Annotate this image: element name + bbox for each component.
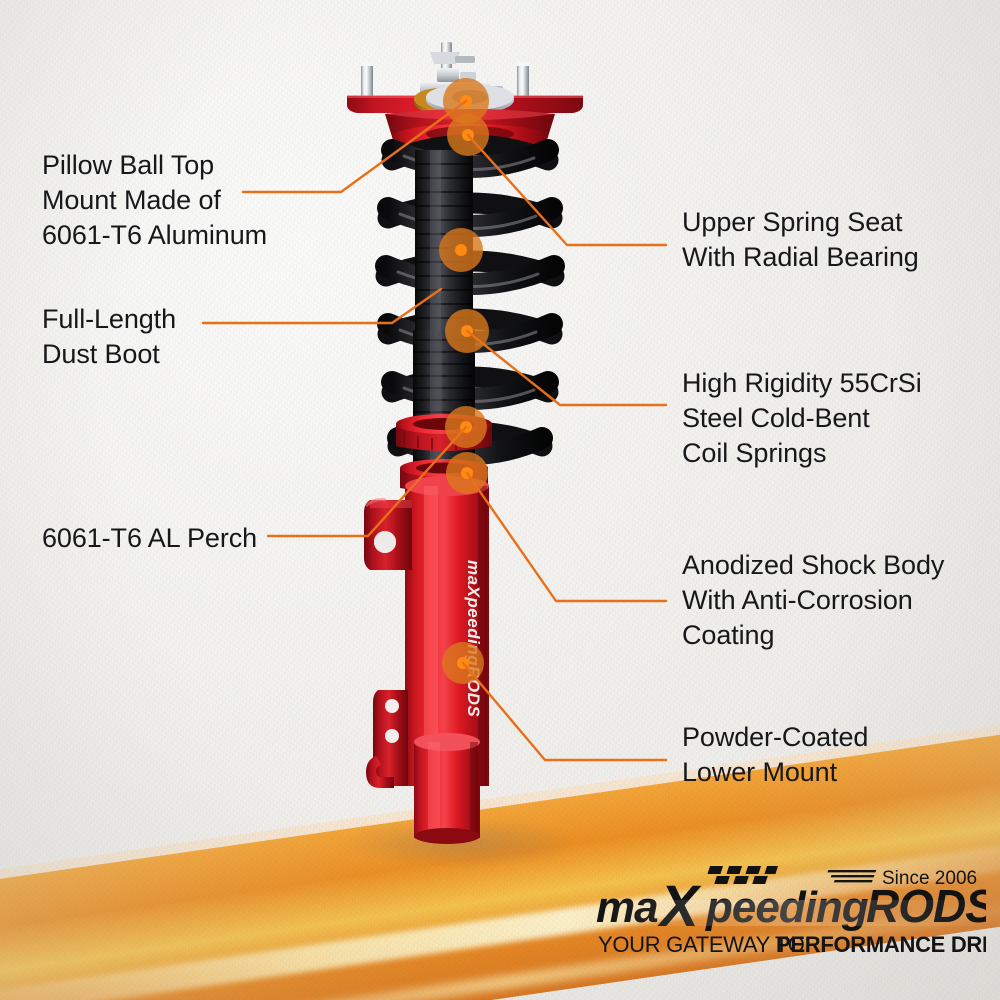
svg-text:peeding: peeding: [705, 883, 869, 932]
callout-coil-springs: High Rigidity 55CrSi Steel Cold-Bent Coi…: [682, 366, 922, 471]
al-perch-lower-ring: [400, 459, 488, 493]
anodized-shock-body: maXpeedingRODS: [364, 476, 489, 844]
callout-dot-coil-spring-upper: [439, 228, 483, 272]
callout-full-length-dust-boot: Full-Length Dust Boot: [42, 302, 176, 372]
checkered-flag-icon: [707, 866, 779, 884]
callout-dots: [439, 78, 489, 684]
callout-anodized-shock-body: Anodized Shock Body With Anti-Corrosion …: [682, 548, 944, 653]
callout-label-full-length-dust-boot: Full-Length Dust Boot: [42, 304, 176, 370]
svg-text:X: X: [657, 874, 702, 939]
top-mount-studs: [354, 42, 536, 112]
callout-upper-spring-seat: Upper Spring Seat With Radial Bearing: [682, 205, 919, 275]
upper-spring-seat: [385, 109, 555, 152]
callout-dot-pillow-ball-top-mount: [443, 78, 489, 124]
pillow-ball-top-mount-plate: [347, 84, 583, 114]
coil-spring: [375, 134, 565, 465]
callout-dot-coil-springs: [445, 309, 489, 353]
background-band-highlight: [0, 824, 1000, 1000]
wire-pillow-ball-top-mount: [241, 99, 468, 194]
callout-dot-shock-body: [442, 642, 484, 684]
wire-full-length-dust-boot: [201, 287, 443, 325]
wire-coil-springs: [465, 329, 668, 407]
wire-powder-coated-lower: [461, 661, 668, 762]
callout-al-perch: 6061-T6 AL Perch: [42, 521, 257, 556]
background-band-highlight-secondary: [0, 882, 1000, 1000]
callout-label-coil-springs: High Rigidity 55CrSi Steel Cold-Bent Coi…: [682, 368, 922, 469]
wire-upper-spring-seat: [466, 133, 668, 247]
callout-label-pillow-ball-top-mount: Pillow Ball Top Mount Made of 6061-T6 Al…: [42, 150, 268, 251]
callout-label-anodized-shock-body: Anodized Shock Body With Anti-Corrosion …: [682, 550, 945, 651]
al-perch-upper-ring: [396, 414, 492, 451]
callout-dot-upper-spring-seat: [447, 114, 489, 156]
logo-tagline: YOUR GATEWAY TO PERFORMANCE DRIVING: [598, 932, 986, 957]
threaded-shock-sleeve: [413, 330, 475, 465]
callout-label-al-perch: 6061-T6 AL Perch: [42, 523, 258, 553]
logo-wordmark: ma X peeding RODS: [596, 874, 986, 939]
svg-text:RODS: RODS: [866, 880, 986, 932]
svg-text:ma: ma: [596, 883, 658, 932]
lower-mounting-bracket: [366, 690, 408, 788]
powder-coated-lower-mount: [414, 733, 480, 844]
logo-tagline-bold: PERFORMANCE DRIVING: [776, 932, 986, 957]
callout-powder-coated-lower-mount: Powder-Coated Lower Mount: [682, 720, 868, 790]
callout-dot-al-perch: [445, 406, 487, 448]
callout-pillow-ball-top-mount: Pillow Ball Top Mount Made of 6061-T6 Al…: [42, 148, 267, 253]
upper-mounting-bracket: [364, 498, 412, 570]
logo-since-text: Since 2006: [882, 868, 977, 889]
callout-label-upper-spring-seat: Upper Spring Seat With Radial Bearing: [682, 207, 919, 273]
callout-dot-lower-ring: [446, 452, 488, 494]
speed-lines-icon: [827, 870, 877, 883]
full-length-dust-boot: [415, 150, 473, 330]
shock-body-brand-text: maXpeedingRODS: [464, 560, 483, 717]
brand-logo: Since 2006 ma X peeding RODS YOUR GATEWA…: [594, 860, 986, 964]
logo-tagline-light: YOUR GATEWAY TO: [598, 932, 805, 957]
wire-anodized-shock-body: [465, 471, 668, 603]
wire-al-perch: [266, 425, 468, 538]
callout-label-powder-coated-lower-mount: Powder-Coated Lower Mount: [682, 722, 869, 788]
